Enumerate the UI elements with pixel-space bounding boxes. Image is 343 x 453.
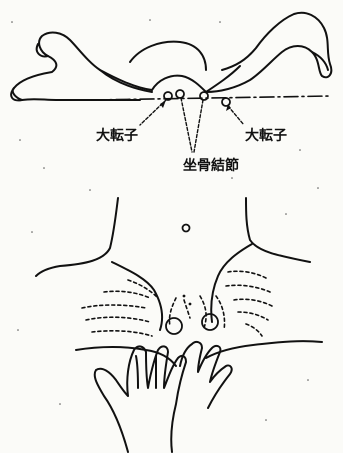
lower-ischial-right	[202, 314, 218, 330]
ischial-tuberosity-label: 坐骨結節	[183, 155, 239, 175]
left-thigh-edge	[76, 347, 176, 366]
right-hip-contour	[211, 244, 252, 322]
left-skin-folds	[82, 280, 158, 336]
greater-trochanter-left-label: 大転子	[96, 125, 138, 145]
right-hand-outline	[180, 342, 232, 408]
ischial-tuberosity-right-marker	[200, 92, 208, 100]
finger-crease-1	[136, 356, 138, 388]
torso-left-edge	[36, 198, 118, 276]
right-skin-folds	[216, 271, 272, 336]
lower-body-figure	[11, 19, 322, 452]
ischial-tuberosity-left-marker	[176, 90, 184, 98]
navel	[183, 225, 190, 232]
greater-trochanter-right-marker	[222, 98, 230, 106]
perineum-dot-2	[189, 303, 192, 306]
perineal-area	[169, 296, 206, 328]
infant-belly	[130, 42, 206, 70]
right-thigh-edge	[206, 341, 322, 358]
torso-right-edge	[246, 198, 310, 262]
infant-left-foot	[13, 88, 22, 100]
greater-trochanter-right-label: 大転子	[245, 125, 287, 145]
perineum-dot-1	[183, 295, 186, 298]
infant-left-leg	[11, 33, 152, 101]
reference-line	[92, 96, 330, 100]
leader-arrow-left	[160, 100, 166, 108]
lower-ischial-left	[166, 318, 182, 334]
